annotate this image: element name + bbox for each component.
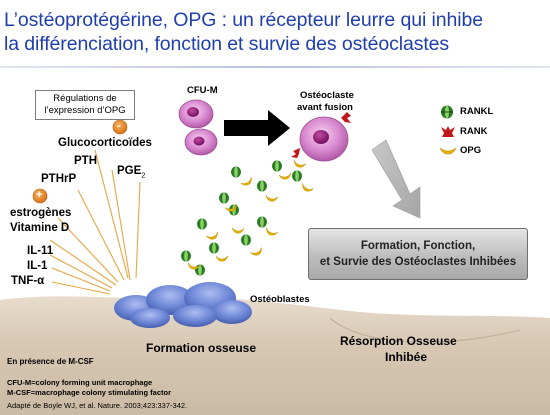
- opg-particle-icon: [250, 247, 262, 256]
- signal-particles: [181, 160, 314, 276]
- legend-rank-label: RANK: [460, 126, 488, 137]
- factor-pge2-text: PGE: [117, 165, 142, 177]
- regulation-line-1: Régulations de: [53, 93, 117, 104]
- cfu-m-cells: [178, 99, 218, 156]
- regulation-box: Régulations de l’expression d’OPG: [35, 90, 135, 120]
- rankl-particle-icon: [231, 166, 241, 178]
- opg-particle-icon: [187, 262, 201, 270]
- rankl-icon: [441, 105, 453, 119]
- outcome-line-1: Formation, Fonction,: [360, 240, 476, 252]
- rankl-particle-icon: [257, 216, 267, 228]
- opg-particle-icon: [231, 227, 245, 234]
- opg-particle-icon: [206, 231, 218, 240]
- outcome-line-2: et Survie des Ostéoclastes Inhibées: [319, 256, 517, 268]
- opg-particle-icon: [278, 172, 292, 180]
- title-line-1: L’ostéoprotégérine, OPG : un récepteur l…: [4, 9, 483, 31]
- rankl-particle-icon: [272, 160, 282, 172]
- legend-icons: [439, 105, 457, 155]
- opg-icon: [439, 147, 457, 155]
- osteoblasts-label: Ostéoblastes: [250, 294, 310, 305]
- positive-sign-label: +: [36, 189, 43, 201]
- opg-particle-icon: [266, 227, 278, 236]
- mcsf-definition: M-CSF=macrophage colony stimulating fact…: [7, 388, 171, 397]
- negative-sign-label: -: [117, 120, 121, 132]
- rankl-particle-icon: [181, 250, 191, 262]
- opg-particle-icon: [265, 195, 279, 202]
- legend-opg-label: OPG: [460, 145, 482, 156]
- bone-resorption-pit: [329, 317, 521, 343]
- rankl-particle-icon: [257, 180, 267, 192]
- rank-icon: [441, 126, 455, 137]
- factor-estrogens: estrogènes: [10, 207, 72, 219]
- title-line-2: la différenciation, fonction et survie d…: [4, 33, 450, 55]
- factor-pge2: PGE2: [117, 165, 145, 179]
- bone-resorption-label-1: Résorption Osseuse: [340, 334, 457, 348]
- osteoclast-label-2: avant fusion: [297, 102, 353, 113]
- bone-resorption-label-2: Inhibée: [385, 350, 428, 364]
- factor-il11: IL-11: [27, 245, 54, 257]
- rankl-particle-icon: [195, 264, 205, 276]
- rankl-particle-icon: [197, 218, 207, 230]
- factor-pthrp: PTHrP: [41, 173, 77, 185]
- cfu-definition: CFU-M=colony forming unit macrophage: [7, 378, 153, 387]
- factor-tnf: TNF-α: [11, 275, 45, 287]
- factor-pth: PTH: [74, 155, 97, 167]
- outcome-arrow: [371, 139, 421, 219]
- regulation-arrows: [49, 149, 141, 295]
- factor-il1: IL-1: [27, 260, 48, 272]
- osteoclast-label-1: Ostéoclaste: [300, 90, 354, 101]
- slide-title: L’ostéoprotégérine, OPG : un récepteur l…: [4, 8, 549, 56]
- factor-glucocorticoids: Glucocorticoïdes: [58, 137, 152, 149]
- rankl-particle-icon: [209, 242, 219, 254]
- regulation-line-2: l’expression d’OPG: [44, 105, 126, 116]
- differentiation-arrow: [224, 110, 290, 146]
- rankl-particle-icon: [292, 170, 302, 182]
- osteoclast-cell: [291, 112, 351, 162]
- reference-note: Adapté de Boyle WJ, et al. Nature. 2003;…: [7, 401, 188, 410]
- factor-pge2-subscript: 2: [141, 170, 146, 180]
- positive-sign-icon: [32, 188, 48, 204]
- factor-vitamin-d: Vitamine D: [10, 222, 70, 234]
- bone-formation-label: Formation osseuse: [146, 341, 257, 355]
- title-divider: [0, 66, 550, 68]
- negative-sign-icon: [112, 119, 128, 135]
- opg-particle-icon: [215, 255, 229, 262]
- mcsf-note: En présence de M-CSF: [7, 357, 94, 366]
- legend-rankl-label: RANKL: [460, 106, 494, 117]
- bone-surface: [0, 296, 550, 415]
- outcome-box: Formation, Fonction, et Survie des Ostéo…: [308, 228, 528, 280]
- osteoblast-cells: [114, 282, 252, 328]
- rankl-particle-icon: [219, 192, 229, 204]
- rankl-particle-icon: [241, 234, 251, 246]
- cfu-m-label: CFU-M: [187, 85, 218, 96]
- opg-particle-icon: [225, 204, 238, 212]
- opg-particle-icon: [240, 176, 252, 186]
- opg-particle-icon: [302, 183, 314, 192]
- opg-particle-icon: [293, 160, 306, 168]
